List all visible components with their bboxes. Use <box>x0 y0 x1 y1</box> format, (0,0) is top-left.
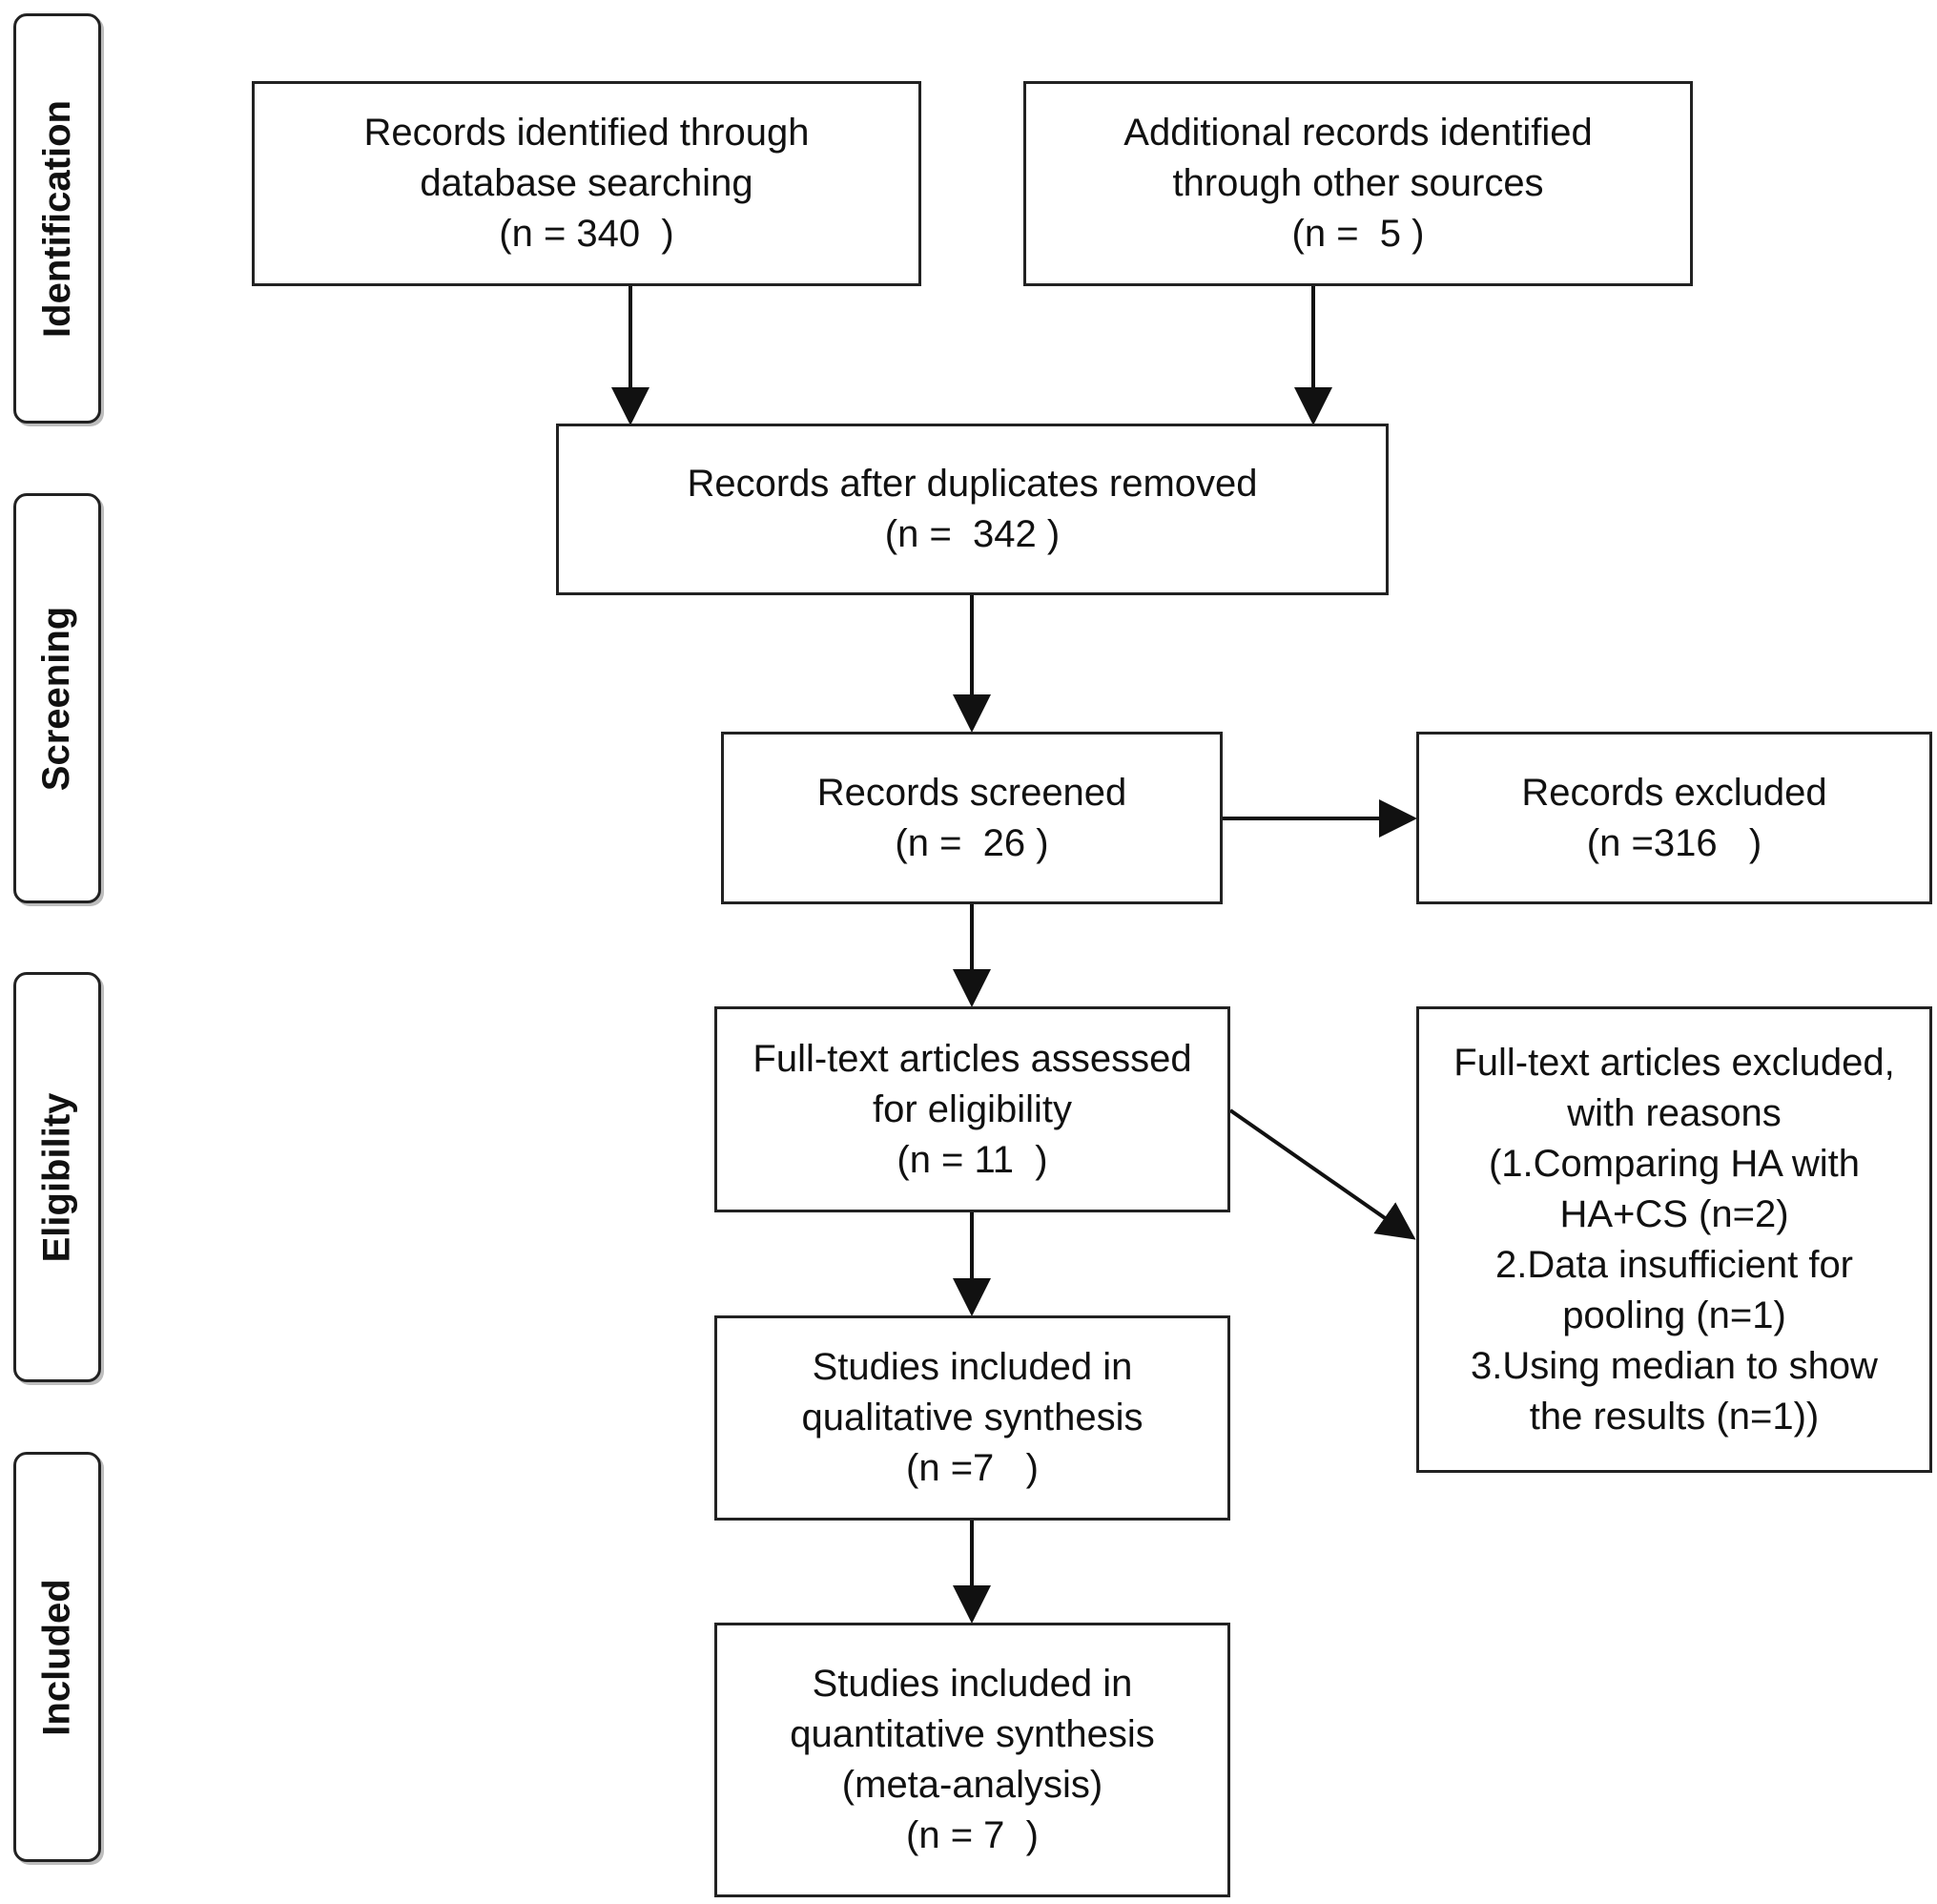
other-records-line2: through other sources <box>1172 162 1544 204</box>
fulltext-assessed-count: (n = 11 ) <box>896 1138 1048 1181</box>
other-records-line1: Additional records identified <box>1123 112 1593 154</box>
box-records-excluded: Records excluded (n =316 ) <box>1416 732 1932 904</box>
phase-identification: Identification <box>13 13 101 424</box>
fulltext-assessed-line1: Full-text articles assessed <box>752 1037 1192 1080</box>
fulltext-excluded-reason3b: the results (n=1)) <box>1529 1395 1820 1438</box>
records-screened-line1: Records screened <box>816 771 1127 814</box>
box-records-screened: Records screened (n = 26 ) <box>721 732 1223 904</box>
arrow-assessed-to-fulltext-excluded <box>1228 1108 1416 1240</box>
box-fulltext-excluded: Full-text articles excluded, with reason… <box>1416 1006 1932 1473</box>
fulltext-excluded-reason3a: 3.Using median to show <box>1471 1344 1878 1387</box>
phase-screening-label: Screening <box>35 606 78 791</box>
phase-included-label: Included <box>35 1578 78 1736</box>
quantitative-line2: quantitative synthesis <box>790 1713 1155 1755</box>
records-screened-count: (n = 26 ) <box>895 821 1049 864</box>
records-excluded-line1: Records excluded <box>1521 771 1827 814</box>
after-duplicates-line1: Records after duplicates removed <box>687 463 1258 505</box>
phase-identification-label: Identification <box>35 99 78 338</box>
fulltext-excluded-reason1a: (1.Comparing HA with <box>1488 1142 1861 1185</box>
fulltext-excluded-reason2a: 2.Data insufficient for <box>1494 1243 1854 1286</box>
fulltext-excluded-reason2b: pooling (n=1) <box>1562 1293 1786 1336</box>
phase-included: Included <box>13 1452 101 1862</box>
qualitative-line1: Studies included in <box>812 1346 1133 1388</box>
fulltext-excluded-reason1b: HA+CS (n=2) <box>1559 1192 1789 1235</box>
quantitative-line3: (meta-analysis) <box>841 1764 1103 1806</box>
box-after-duplicates: Records after duplicates removed (n = 34… <box>556 424 1389 595</box>
quantitative-count: (n = 7 ) <box>906 1814 1039 1856</box>
fulltext-excluded-line1: Full-text articles excluded, <box>1453 1041 1895 1084</box>
database-records-line2: database searching <box>420 162 753 204</box>
qualitative-count: (n =7 ) <box>906 1447 1039 1489</box>
qualitative-line2: qualitative synthesis <box>801 1397 1144 1438</box>
database-records-count: (n = 340 ) <box>499 213 674 255</box>
quantitative-line1: Studies included in <box>812 1663 1133 1705</box>
database-records-line1: Records identified through <box>363 112 810 154</box>
after-duplicates-count: (n = 342 ) <box>884 513 1061 555</box>
phase-eligibility-label: Eligibility <box>35 1092 78 1262</box>
box-other-records: Additional records identified through ot… <box>1023 81 1693 286</box>
box-database-records: Records identified through database sear… <box>252 81 921 286</box>
box-quantitative-synthesis: Studies included in quantitative synthes… <box>714 1623 1230 1897</box>
box-fulltext-assessed: Full-text articles assessed for eligibil… <box>714 1006 1230 1212</box>
fulltext-assessed-line2: for eligibility <box>873 1087 1072 1130</box>
phase-eligibility: Eligibility <box>13 972 101 1382</box>
box-qualitative-synthesis: Studies included in qualitative synthesi… <box>714 1315 1230 1521</box>
phase-screening: Screening <box>13 493 101 903</box>
fulltext-excluded-line2: with reasons <box>1567 1091 1782 1134</box>
records-excluded-count: (n =316 ) <box>1586 821 1762 864</box>
other-records-count: (n = 5 ) <box>1291 213 1425 255</box>
